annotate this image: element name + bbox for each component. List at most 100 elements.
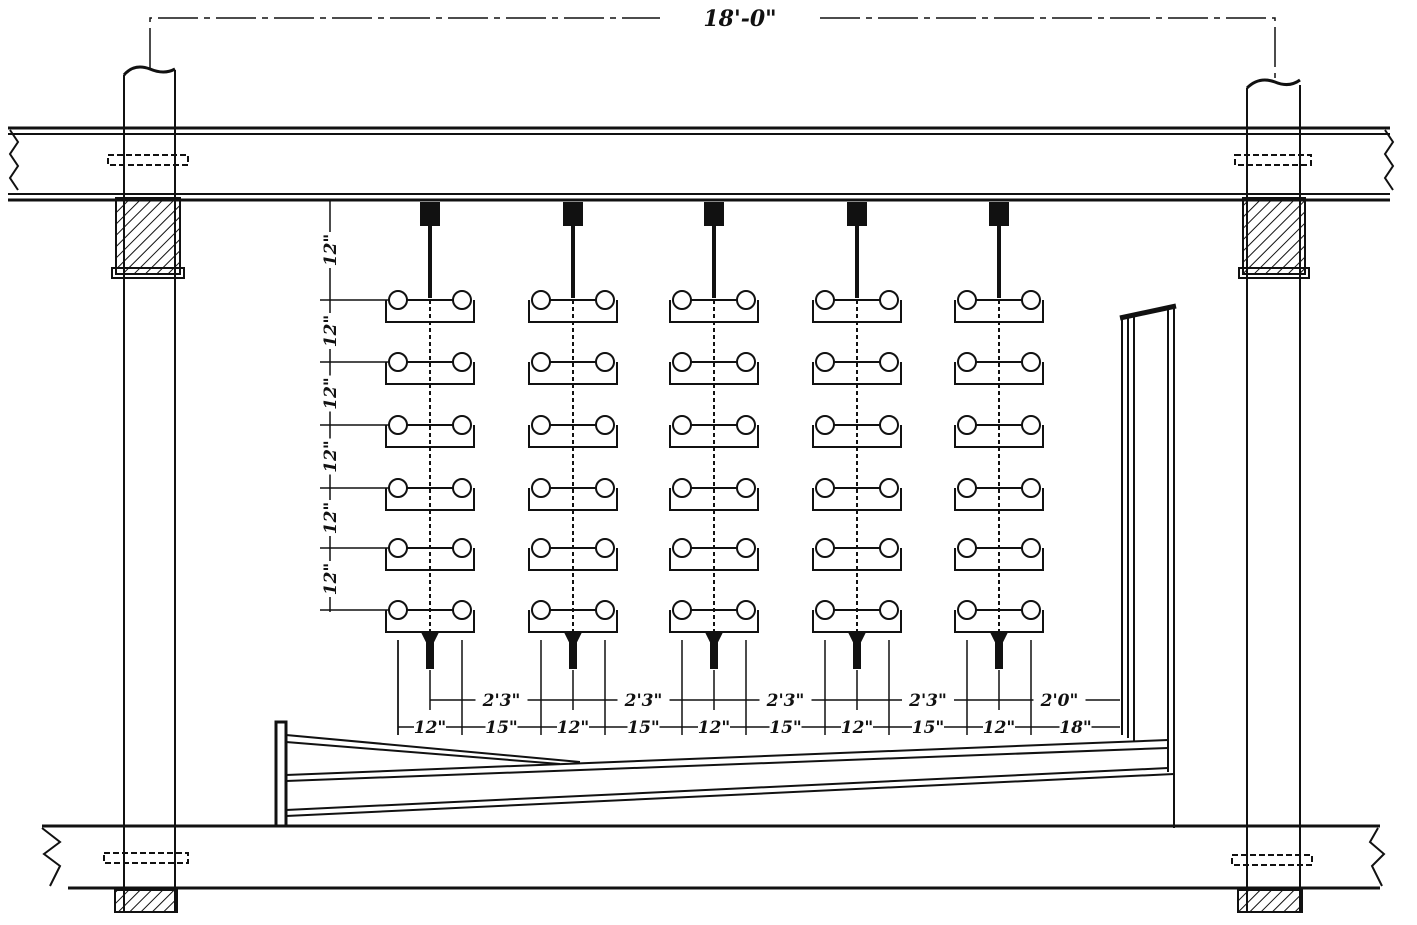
insulator-icon xyxy=(531,415,551,435)
insulator-icon xyxy=(1021,290,1041,310)
bottom-spacing-label: 12" xyxy=(983,718,1016,738)
insulator-spool-pair xyxy=(528,538,618,571)
bottom-spacing-label: 12" xyxy=(841,718,874,738)
insulator-icon xyxy=(672,600,692,620)
insulator-icon xyxy=(452,290,472,310)
insulator-spool-pair xyxy=(669,600,759,633)
insulator-icon xyxy=(452,538,472,558)
bottom-spacing-label: 15" xyxy=(627,718,660,738)
top-crossbeam xyxy=(8,126,1395,202)
bottom-spacing-label: 15" xyxy=(912,718,945,738)
insulator-icon xyxy=(879,352,899,372)
insulator-icon xyxy=(531,600,551,620)
insulator-icon xyxy=(815,290,835,310)
right-frame-post xyxy=(1119,303,1177,828)
insulator-icon xyxy=(452,600,472,620)
insulator-icon xyxy=(957,415,977,435)
insulator-icon xyxy=(815,478,835,498)
insulator-icon xyxy=(879,478,899,498)
insulator-icon xyxy=(595,290,615,310)
insulator-spool-pair xyxy=(669,352,759,385)
insulator-icon xyxy=(452,415,472,435)
insulator-spool-pair xyxy=(954,352,1044,385)
insulator-icon xyxy=(595,478,615,498)
vertical-spacing-label: 12" xyxy=(321,377,341,410)
insulator-icon xyxy=(957,290,977,310)
bottom-spacing-label: 15" xyxy=(769,718,802,738)
rack-center-spacing-label: 2'3" xyxy=(482,691,521,711)
overall-dimension-line xyxy=(149,17,1276,78)
insulator-icon xyxy=(815,538,835,558)
insulator-spool-pair xyxy=(812,415,902,448)
insulator-icon xyxy=(531,352,551,372)
vertical-spacing-label: 12" xyxy=(321,502,341,535)
rack-anchor-bolt xyxy=(704,631,724,669)
insulator-icon xyxy=(531,538,551,558)
insulator-icon xyxy=(1021,478,1041,498)
rack-anchor-bolt xyxy=(989,631,1009,669)
rack-center-spacing-label: 2'3" xyxy=(908,691,947,711)
bottom-spacing-label: 18" xyxy=(1059,718,1092,738)
vertical-spacing-label: 12" xyxy=(321,315,341,348)
insulator-spool-pair xyxy=(954,415,1044,448)
insulator-icon xyxy=(736,600,756,620)
insulator-spool-pair xyxy=(528,415,618,448)
insulator-icon xyxy=(531,290,551,310)
insulator-icon xyxy=(452,352,472,372)
insulator-icon xyxy=(388,538,408,558)
insulator-icon xyxy=(531,478,551,498)
insulator-spool-pair xyxy=(954,478,1044,511)
rack-hanger xyxy=(989,202,1009,226)
insulator-icon xyxy=(736,415,756,435)
insulator-icon xyxy=(957,600,977,620)
insulator-icon xyxy=(672,352,692,372)
rack-hanger xyxy=(420,202,440,226)
bottom-spacing-label: 12" xyxy=(414,718,447,738)
insulator-icon xyxy=(1021,352,1041,372)
insulator-spool-pair xyxy=(812,478,902,511)
bottom-bracing xyxy=(274,720,1175,828)
insulator-rack xyxy=(528,202,618,669)
bottom-spacing-label: 12" xyxy=(698,718,731,738)
insulator-icon xyxy=(736,352,756,372)
insulator-icon xyxy=(879,290,899,310)
insulator-icon xyxy=(957,478,977,498)
insulator-spool-pair xyxy=(385,352,475,385)
insulator-icon xyxy=(879,415,899,435)
insulator-rack xyxy=(385,202,475,669)
insulator-rack xyxy=(669,202,759,669)
insulator-icon xyxy=(1021,415,1041,435)
insulator-icon xyxy=(672,538,692,558)
insulator-icon xyxy=(1021,600,1041,620)
insulator-spool-pair xyxy=(812,352,902,385)
insulator-icon xyxy=(815,352,835,372)
bottom-spacing-label: 12" xyxy=(557,718,590,738)
insulator-icon xyxy=(595,538,615,558)
insulator-icon xyxy=(736,478,756,498)
rack-hanger xyxy=(847,202,867,226)
insulator-icon xyxy=(388,478,408,498)
overall-span-label: 18'-0" xyxy=(703,6,776,32)
insulator-spool-pair xyxy=(812,538,902,571)
insulator-spool-pair xyxy=(812,600,902,633)
insulator-icon xyxy=(388,352,408,372)
rack-anchor-bolt xyxy=(563,631,583,669)
insulator-spool-pair xyxy=(528,290,618,323)
insulator-spool-pair xyxy=(385,538,475,571)
insulator-icon xyxy=(595,352,615,372)
insulator-icon xyxy=(672,290,692,310)
insulator-spool-pair xyxy=(954,600,1044,633)
insulator-spool-pair xyxy=(669,290,759,323)
insulator-spool-pair xyxy=(528,352,618,385)
vertical-spacing-label: 12" xyxy=(321,563,341,596)
insulator-icon xyxy=(879,600,899,620)
rack-center-spacing-label: 2'3" xyxy=(624,691,663,711)
insulator-icon xyxy=(388,600,408,620)
vertical-spacing-label: 12" xyxy=(321,440,341,473)
insulator-icon xyxy=(957,538,977,558)
insulator-spool-pair xyxy=(385,290,475,323)
insulator-icon xyxy=(736,538,756,558)
insulator-icon xyxy=(595,600,615,620)
insulator-icon xyxy=(595,415,615,435)
